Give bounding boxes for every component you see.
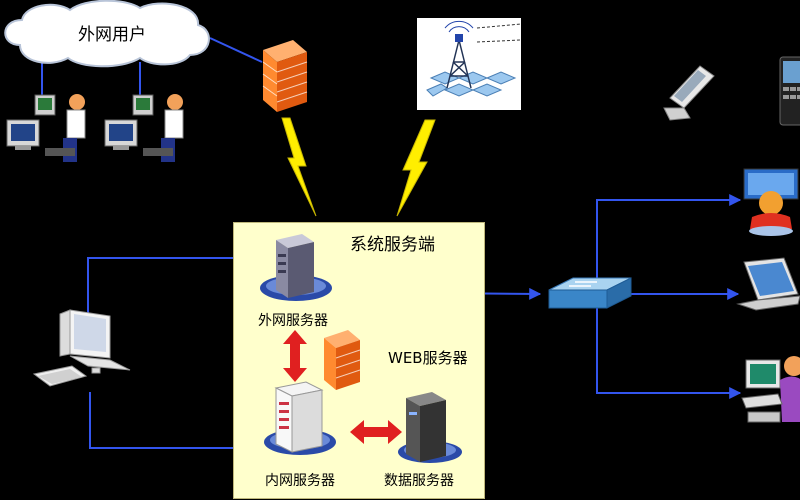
user-monitor-icon: [743, 168, 799, 236]
cloud-icon: [4, 0, 210, 68]
lightning-icon: [396, 119, 436, 217]
firewall-icon: [324, 330, 361, 390]
switch-to-operator-line: [596, 306, 742, 399]
smartphone-icon: [779, 56, 800, 126]
server-tower-icon: [264, 381, 336, 455]
exchange-arrow-horizontal: [350, 420, 402, 444]
server-system-title: 系统服务端: [350, 235, 435, 255]
laptop-icon: [736, 257, 800, 311]
desktop-pc-icon: [32, 309, 131, 387]
desktop-to-internal-line: [89, 392, 264, 454]
cloud-label: 外网用户: [78, 25, 146, 45]
switch-to-user-line: [596, 194, 742, 282]
user-workstation-icon: [104, 94, 184, 162]
flip-phone-icon: [663, 65, 715, 121]
internal-server-label: 内网服务器: [265, 473, 335, 489]
server-tower-icon: [398, 392, 462, 463]
data-server-label: 数据服务器: [384, 473, 454, 489]
user-workstation-icon: [6, 94, 86, 162]
server-tower-icon: [260, 234, 332, 301]
exchange-arrow-vertical: [283, 330, 307, 382]
lightning-icon: [281, 117, 317, 217]
wireless-tower-graphic: [426, 20, 522, 97]
user-workstation-icon: [741, 356, 800, 423]
external-server-label: 外网服务器: [258, 313, 328, 329]
firewall-icon: [262, 40, 308, 112]
desktop-to-external-line: [87, 252, 264, 320]
cloud-to-firewall-line: [209, 37, 263, 63]
web-server-label: WEB服务器: [388, 349, 468, 367]
network-switch-icon: [548, 277, 632, 309]
